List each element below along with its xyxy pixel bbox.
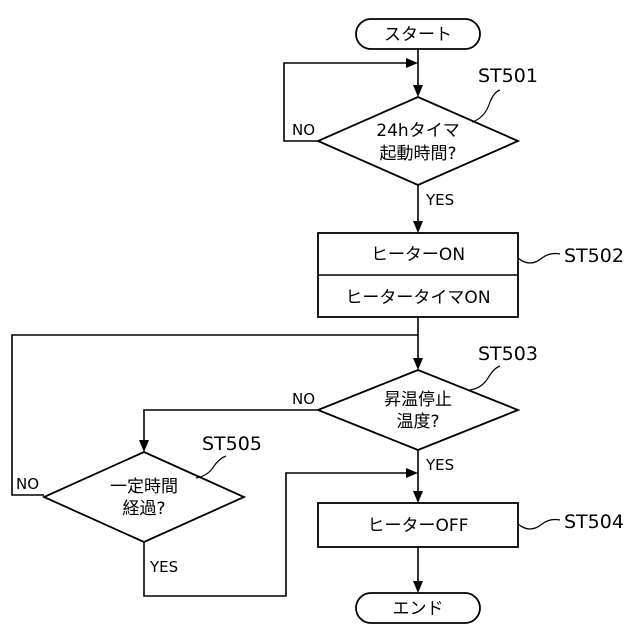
st502-leader-line: [518, 254, 560, 264]
arrow-into-st502: [413, 221, 423, 233]
st505-ref-label: ST505: [202, 433, 262, 455]
decision-st503: 昇温停止 温度?: [318, 370, 518, 450]
st504-leader-line: [518, 520, 560, 530]
arrow-into-st501: [413, 85, 423, 97]
st503-line2: 温度?: [396, 412, 439, 432]
st503-yes-label: YES: [425, 456, 454, 474]
st503-no-label: NO: [292, 390, 315, 408]
st503-line1: 昇温停止: [384, 390, 452, 410]
st504-line1: ヒーターOFF: [368, 516, 469, 536]
st502-ref-label: ST502: [564, 245, 624, 267]
st502-line1: ヒーターON: [371, 245, 465, 265]
arrow-into-st503: [413, 358, 423, 370]
st505-yes-label: YES: [149, 558, 178, 576]
st503-ref-label: ST503: [478, 343, 538, 365]
arrow-into-end: [413, 581, 423, 593]
st502-line2: ヒータータイマON: [345, 288, 490, 308]
decision-st501: 24hタイマ 起動時間?: [318, 97, 518, 185]
arrow-into-st504: [413, 491, 423, 503]
end-label: エンド: [393, 599, 444, 619]
st501-leader-line: [472, 90, 500, 122]
st501-yes-label: YES: [425, 191, 454, 209]
start-terminal: スタート: [356, 19, 480, 49]
st503-leader-line: [470, 366, 500, 390]
st501-line2: 起動時間?: [379, 144, 456, 164]
st501-line1: 24hタイマ: [376, 121, 459, 141]
arrow-st501-no-loop: [406, 58, 418, 68]
st505-leader-line: [196, 456, 226, 478]
st501-no-label: NO: [292, 121, 315, 139]
arrow-st505-yes-merge: [406, 468, 418, 478]
end-terminal: エンド: [356, 593, 480, 623]
st504-ref-label: ST504: [564, 511, 624, 533]
st505-line1: 一定時間: [110, 477, 178, 497]
process-st502: ヒーターON ヒータータイマON: [318, 233, 518, 317]
arrow-into-st505: [139, 440, 149, 452]
st505-line2: 経過?: [122, 499, 165, 519]
start-label: スタート: [384, 25, 452, 45]
st501-ref-label: ST501: [478, 65, 538, 87]
st505-no-label: NO: [16, 475, 39, 493]
process-st504: ヒーターOFF: [318, 503, 518, 547]
